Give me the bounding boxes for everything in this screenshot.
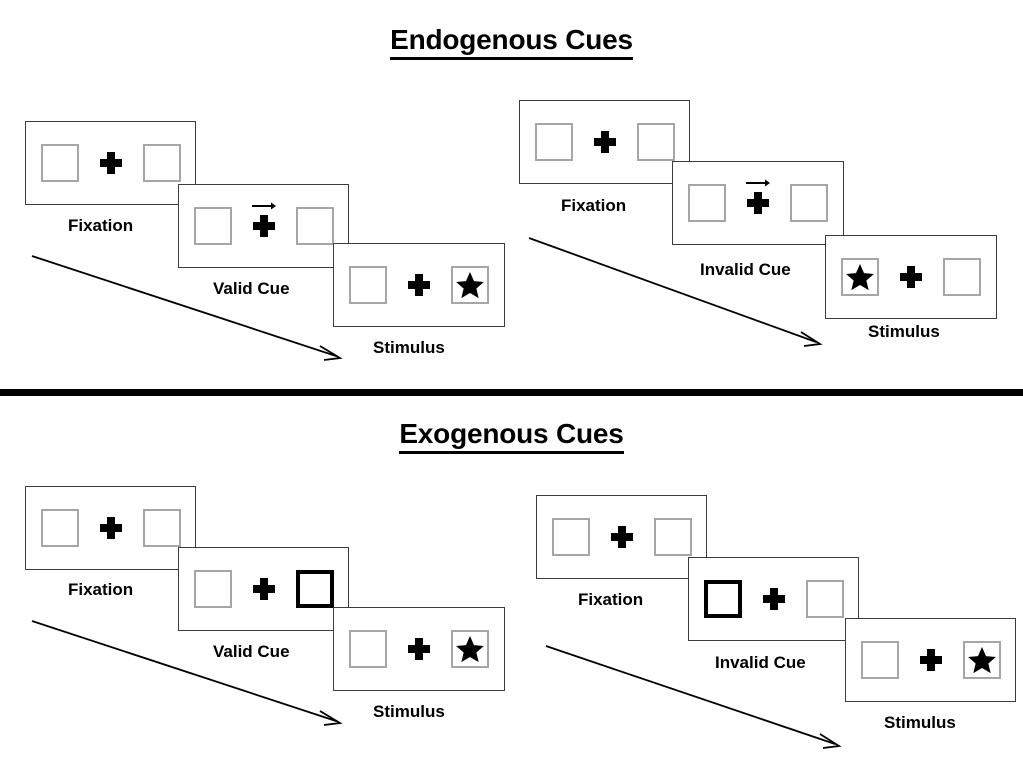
placeholder-box-left: [349, 630, 387, 668]
placeholder-box-left: [860, 641, 899, 679]
star-icon: [845, 262, 875, 292]
placeholder-box-right: [636, 123, 675, 161]
stage-caption-stimulus: Stimulus: [884, 713, 956, 732]
trial-panel-fixation: [519, 100, 690, 184]
stage-caption-fixation: Fixation: [68, 580, 134, 599]
trial-panel-stimulus: [825, 235, 997, 319]
star-icon: [967, 645, 997, 675]
fixation-cross-wrap: [590, 120, 620, 164]
cued-box-left: [703, 580, 742, 618]
plus-icon: [408, 638, 430, 660]
trial-panel-fixation: [25, 121, 196, 205]
diagonal-arrow-icon: [526, 232, 836, 357]
placeholder-box-right: [943, 258, 981, 296]
fixation-cross-wrap: [607, 515, 637, 559]
section-title-endogenous-text: Endogenous Cues: [390, 24, 633, 60]
panel-inner: [349, 263, 489, 307]
plus-icon: [919, 649, 942, 671]
plus-icon: [762, 588, 785, 610]
placeholder-box-right: [142, 144, 181, 182]
panel-inner: [551, 515, 692, 559]
panel-inner: [349, 627, 489, 671]
plus-icon: [99, 517, 122, 539]
fixation-cross-wrap: [96, 141, 126, 185]
stage-caption-invalid-cue: Invalid Cue: [700, 260, 791, 279]
stage-caption-stimulus: Stimulus: [868, 322, 940, 341]
trial-panel-invalid-cue: [688, 557, 859, 641]
plus-icon: [900, 266, 922, 288]
diagonal-arrow-icon: [543, 640, 855, 758]
cued-box-right: [295, 570, 334, 608]
plus-icon: [610, 526, 633, 548]
stage-caption-fixation: Fixation: [68, 216, 134, 235]
plus-icon: [747, 192, 769, 214]
trial-panel-valid-cue: [178, 547, 349, 631]
fixation-cross-wrap: [249, 567, 279, 611]
trial-panel-stimulus: [333, 607, 505, 691]
panel-inner: [841, 255, 981, 299]
stage-caption-valid-cue: Valid Cue: [213, 642, 290, 661]
stage-caption-stimulus: Stimulus: [373, 338, 445, 357]
fixation-cross-wrap: [896, 255, 926, 299]
arrow-right-icon: [251, 201, 277, 211]
stage-caption-fixation: Fixation: [578, 590, 644, 609]
star-icon: [455, 270, 485, 300]
placeholder-box-right: [805, 580, 844, 618]
plus-icon: [252, 578, 275, 600]
fixation-cross-wrap: [916, 638, 946, 682]
panel-inner: [193, 201, 334, 248]
star-icon: [455, 634, 485, 664]
placeholder-box-left: [551, 518, 590, 556]
trial-panel-fixation: [25, 486, 196, 570]
panel-inner: [40, 506, 181, 550]
trial-panel-stimulus: [333, 243, 505, 327]
target-box-right: [451, 266, 489, 304]
fixation-cross-wrap: [249, 201, 279, 248]
panel-inner: [40, 141, 181, 185]
target-box-right: [962, 641, 1001, 679]
placeholder-box-left: [193, 570, 232, 608]
placeholder-box-left: [193, 207, 232, 245]
fixation-cross-wrap: [759, 577, 789, 621]
placeholder-box-left: [534, 123, 573, 161]
fixation-cross-wrap: [404, 627, 434, 671]
plus-icon: [252, 215, 275, 237]
trial-panel-valid-cue: [178, 184, 349, 268]
panel-inner: [703, 577, 844, 621]
arrow-right-icon: [745, 178, 771, 188]
placeholder-box-right: [653, 518, 692, 556]
placeholder-box-right: [295, 207, 334, 245]
fixation-cross-wrap: [743, 178, 773, 225]
placeholder-box-right: [790, 184, 828, 222]
section-divider: [0, 389, 1023, 396]
stage-caption-valid-cue: Valid Cue: [213, 279, 290, 298]
diagonal-arrow-icon: [28, 613, 353, 733]
section-title-exogenous: Exogenous Cues: [0, 418, 1023, 454]
stage-caption-stimulus: Stimulus: [373, 702, 445, 721]
trial-panel-invalid-cue: [672, 161, 844, 245]
placeholder-box-left: [40, 509, 79, 547]
placeholder-box-left: [40, 144, 79, 182]
section-title-exogenous-text: Exogenous Cues: [399, 418, 624, 454]
fixation-cross-wrap: [96, 506, 126, 550]
panel-inner: [688, 178, 828, 225]
stage-caption-invalid-cue: Invalid Cue: [715, 653, 806, 672]
panel-inner: [860, 638, 1001, 682]
fixation-cross-wrap: [404, 263, 434, 307]
placeholder-box-left: [349, 266, 387, 304]
trial-panel-fixation: [536, 495, 707, 579]
target-box-left: [841, 258, 879, 296]
trial-panel-stimulus: [845, 618, 1016, 702]
plus-icon: [408, 274, 430, 296]
section-title-endogenous: Endogenous Cues: [0, 24, 1023, 60]
target-box-right: [451, 630, 489, 668]
plus-icon: [593, 131, 616, 153]
panel-inner: [534, 120, 675, 164]
placeholder-box-left: [688, 184, 726, 222]
stage-caption-fixation: Fixation: [561, 196, 627, 215]
plus-icon: [99, 152, 122, 174]
placeholder-box-right: [142, 509, 181, 547]
panel-inner: [193, 567, 334, 611]
